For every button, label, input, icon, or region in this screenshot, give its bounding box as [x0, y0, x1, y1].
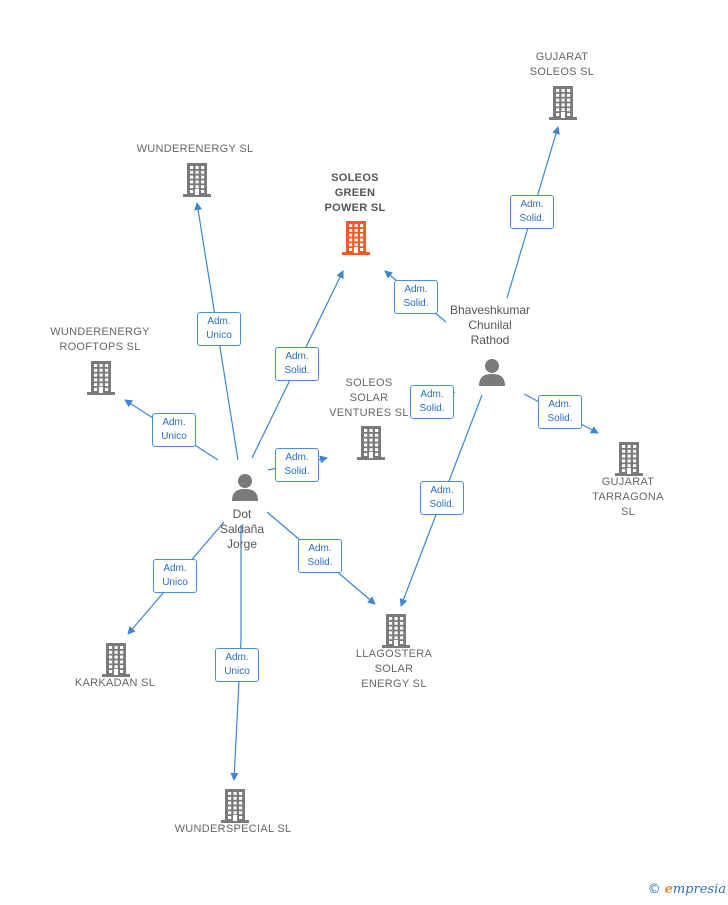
edge-label-dot-to-wunderenergy[interactable]: Adm. Unico	[197, 312, 241, 346]
edge-label-bhavesh-to-soleos-solar[interactable]: Adm. Solid.	[410, 385, 454, 419]
building-icon[interactable]	[182, 162, 212, 203]
person-icon[interactable]	[230, 472, 260, 507]
company-label-karkadan[interactable]: KARKADAN SL	[74, 677, 156, 689]
person-label-bhavesh[interactable]: Bhaveshkumar Chunilal Rathod	[449, 303, 531, 347]
edge-dot-to-wunderspecial	[230, 525, 242, 781]
edge-label-bhavesh-to-llagostera[interactable]: Adm. Solid.	[420, 481, 464, 515]
company-label-soleos-solar[interactable]: SOLEOS SOLAR VENTURES SL	[329, 377, 409, 419]
edge-label-dot-to-soleos-green[interactable]: Adm. Solid.	[275, 347, 319, 381]
person-label-dot[interactable]: Dot Saldaña Jorge	[219, 507, 265, 551]
building-icon[interactable]	[341, 220, 371, 261]
company-label-wunderspecial[interactable]: WUNDERSPECIAL SL	[174, 823, 292, 835]
company-label-llagostera[interactable]: LLAGOSTERA SOLAR ENERGY SL	[355, 648, 433, 690]
company-label-gujarat-soleos[interactable]: GUJARAT SOLEOS SL	[529, 51, 595, 78]
building-icon[interactable]	[220, 788, 250, 829]
edge-label-bhavesh-to-gujarat-tarragona[interactable]: Adm. Solid.	[538, 395, 582, 429]
person-icon[interactable]	[477, 357, 507, 392]
edge-label-dot-to-soleos-solar[interactable]: Adm. Solid.	[275, 448, 319, 482]
edge-label-dot-to-wunderenergy-rooftops[interactable]: Adm. Unico	[152, 413, 196, 447]
edge-label-dot-to-llagostera[interactable]: Adm. Solid.	[298, 539, 342, 573]
building-icon[interactable]	[356, 425, 386, 466]
company-label-wunderenergy-rooftops[interactable]: WUNDERENERGY ROOFTOPS SL	[50, 326, 150, 353]
building-icon[interactable]	[101, 642, 131, 683]
company-label-soleos-green[interactable]: SOLEOS GREEN POWER SL	[324, 172, 386, 214]
company-label-gujarat-tarragona[interactable]: GUJARAT TARRAGONA SL	[592, 476, 664, 518]
edge-label-bhavesh-to-soleos-green[interactable]: Adm. Solid.	[394, 280, 438, 314]
building-icon[interactable]	[381, 613, 411, 654]
building-icon[interactable]	[614, 441, 644, 482]
brand-initial: e	[664, 882, 673, 897]
company-label-wunderenergy[interactable]: WUNDERENERGY SL	[136, 143, 254, 155]
edge-label-bhavesh-to-gujarat-soleos[interactable]: Adm. Solid.	[510, 195, 554, 229]
brand-logo: ©empresia	[648, 882, 726, 897]
copyright-symbol: ©	[647, 882, 661, 897]
building-icon[interactable]	[548, 85, 578, 126]
edge-label-dot-to-wunderspecial[interactable]: Adm. Unico	[215, 648, 259, 682]
edge-label-dot-to-karkadan[interactable]: Adm. Unico	[153, 559, 197, 593]
brand-name: mpresia	[672, 882, 726, 897]
building-icon[interactable]	[86, 360, 116, 401]
